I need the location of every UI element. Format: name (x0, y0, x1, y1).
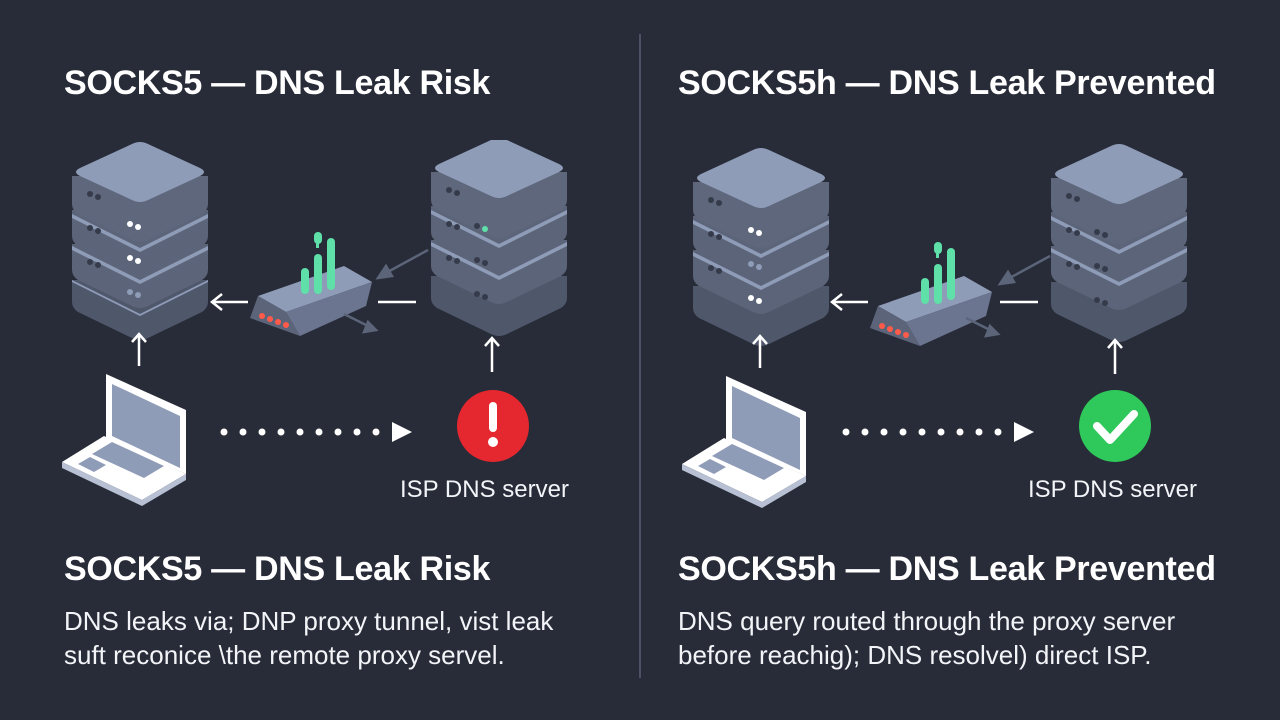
checkmark-icon (1079, 390, 1151, 462)
laptop-icon (682, 376, 806, 508)
dns-query-dotted-arrow (842, 422, 1034, 442)
panel-subtitle: SOCKS5h — DNS Leak Prevented (678, 550, 1216, 588)
router-to-proxy-arrow (829, 293, 868, 311)
panel-title: SOCKS5h — DNS Leak Prevented (678, 64, 1216, 102)
isp-to-remote-arrow (1107, 338, 1123, 374)
laptop-to-proxy-arrow (131, 332, 147, 366)
router-icon (870, 242, 992, 346)
proxy-server-icon (72, 142, 208, 340)
router-out-arrow (965, 316, 1001, 338)
router-out-arrow (343, 312, 379, 334)
router-icon (250, 232, 372, 336)
socks5h-network-diagram (682, 144, 1187, 508)
description-line: DNS leaks via; DNP proxy tunnel, vist le… (64, 606, 554, 636)
laptop-to-proxy-arrow (752, 334, 768, 368)
isp-dns-server-label: ISP DNS server (400, 476, 569, 503)
description-line: DNS query routed through the proxy serve… (678, 606, 1176, 636)
socks5-network-diagram (62, 140, 567, 506)
router-to-proxy-arrow (209, 293, 248, 311)
description-line: suft reconice \the remote proxy servel. (64, 640, 505, 670)
panel-description: DNS query routed through the proxy serve… (678, 604, 1175, 672)
dns-leak-dotted-arrow (220, 422, 412, 442)
isp-dns-server-label: ISP DNS server (1028, 476, 1197, 503)
laptop-icon (62, 374, 186, 506)
panel-title: SOCKS5 — DNS Leak Risk (64, 64, 491, 102)
panel-subtitle: SOCKS5 — DNS Leak Risk (64, 550, 491, 588)
remote-server-icon (1051, 144, 1187, 342)
remote-to-router-arrow (997, 254, 1051, 286)
exclamation-icon (457, 390, 529, 462)
panel-divider (639, 34, 641, 678)
remote-to-router-arrow (375, 248, 429, 280)
remote-server-icon (431, 140, 567, 336)
isp-to-remote-arrow (484, 336, 500, 372)
socks5h-panel: SOCKS5h — DNS Leak Prevented (640, 0, 1280, 720)
description-line: before reachig); DNS resolvel) direct IS… (678, 640, 1152, 670)
socks5-panel: SOCKS5 — DNS Leak Risk (62, 64, 569, 672)
panel-description: DNS leaks via; DNP proxy tunnel, vist le… (64, 604, 553, 672)
proxy-server-icon (693, 148, 829, 346)
